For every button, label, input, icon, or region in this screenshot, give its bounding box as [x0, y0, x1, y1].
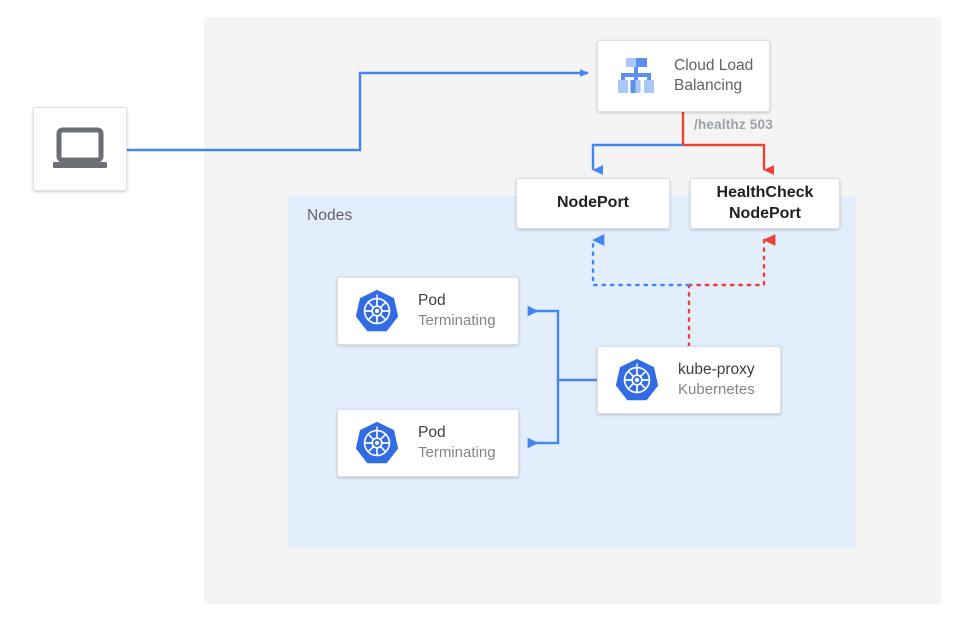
laptop-icon — [48, 123, 112, 175]
edge-clb-to-nodeport — [591, 143, 683, 175]
client-node[interactable] — [33, 107, 127, 191]
pod-node-1[interactable]: Pod Terminating — [337, 277, 519, 345]
pod-1-label: Pod Terminating — [418, 291, 496, 330]
edge-clb-to-healthcheck — [683, 143, 774, 175]
healthcheck-nodeport-label: HealthCheck NodePort — [716, 184, 814, 222]
pod-2-label: Pod Terminating — [418, 423, 496, 462]
nodeport-node[interactable]: NodePort — [516, 178, 670, 229]
edge-kubeproxy-to-nodeport — [591, 234, 691, 287]
kube-proxy-label: kube-proxy Kubernetes — [678, 360, 755, 399]
healthz-edge-label: /healthz 503 — [694, 117, 773, 132]
edge-kubeproxy-to-pod2 — [527, 380, 560, 449]
kubernetes-icon — [350, 416, 404, 470]
edge-client-to-clb — [127, 69, 589, 152]
cloud-load-balancing-label: Cloud Load Balancing — [674, 56, 754, 94]
nodeport-label: NodePort — [557, 194, 629, 212]
kube-proxy-node[interactable]: kube-proxy Kubernetes — [597, 346, 781, 414]
cloud-load-balancing-node[interactable]: Cloud Load Balancing — [597, 40, 770, 112]
pod-node-2[interactable]: Pod Terminating — [337, 409, 519, 477]
edge-kubeproxy-to-healthcheck — [687, 234, 776, 287]
cloud-load-balancing-icon — [608, 53, 664, 99]
healthcheck-nodeport-node[interactable]: HealthCheck NodePort — [690, 178, 840, 229]
kubernetes-icon — [610, 353, 664, 407]
nodes-panel-label: Nodes — [307, 207, 353, 224]
edge-kubeproxy-to-pod1 — [527, 305, 597, 382]
kubernetes-icon — [350, 284, 404, 338]
